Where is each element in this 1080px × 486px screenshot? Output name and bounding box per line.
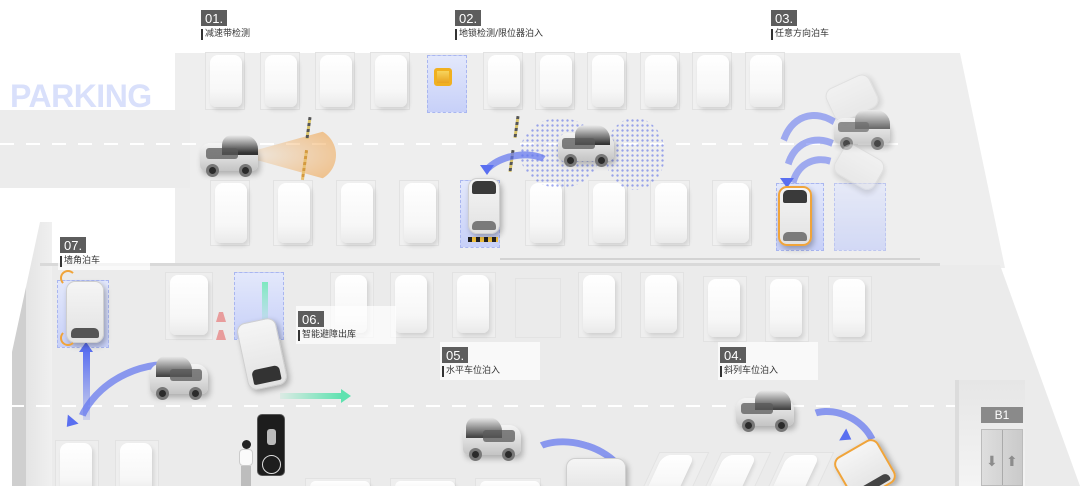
parking-slot: [165, 272, 213, 340]
car-angled: [736, 390, 794, 432]
car-ground-lock: [558, 125, 614, 167]
car-parallel: [463, 417, 521, 461]
feature-desc: 地锁检测/限位器泊入: [455, 29, 543, 40]
feature-number: 01.: [201, 10, 228, 26]
feature-desc: 智能避障出库: [298, 330, 356, 341]
parking-slot: [260, 52, 300, 110]
parking-slot: [452, 272, 496, 338]
parking-slot: [650, 180, 690, 246]
feature-desc: 墙角泊车: [60, 256, 100, 267]
parking-slot: [692, 52, 732, 110]
feature-label-05: 05. 水平车位泊入: [440, 342, 541, 380]
feature-desc: 斜列车位泊入: [720, 366, 778, 377]
entrance-road: [0, 110, 190, 188]
down-arrow-icon: ⬇: [986, 454, 998, 470]
arrow-head-icon: [480, 165, 494, 175]
parking-slot: [745, 52, 785, 110]
car-corner-parked: [66, 281, 104, 343]
parking-slot: [205, 52, 245, 110]
person-with-phone: [236, 440, 256, 486]
feature-desc: 减速带检测: [201, 29, 250, 40]
parking-slot: [640, 52, 680, 110]
parking-slot: [525, 180, 565, 246]
feature-desc: 水平车位泊入: [442, 366, 500, 377]
left-wall: [12, 222, 52, 486]
traffic-cone-icon: [216, 330, 226, 340]
feature-number: 05.: [442, 347, 469, 363]
ground-lock-icon: [434, 68, 452, 86]
feature-label-02: 02. 地锁检测/限位器泊入: [455, 8, 543, 40]
corner-parking-path-arrow: [83, 350, 90, 420]
parking-slot: [587, 52, 627, 110]
car-speed-bump: [200, 135, 258, 177]
parking-slot: [273, 180, 313, 246]
parking-slot: [390, 272, 434, 338]
car-parallel-parked: [566, 458, 626, 486]
feature-number: 02.: [455, 10, 482, 26]
feature-label-03: 03. 任意方向泊车: [771, 8, 829, 40]
parking-slot: [640, 272, 684, 338]
phone-joystick-icon: [262, 455, 281, 474]
feature-number: 06.: [298, 311, 325, 327]
parking-slot: [475, 478, 541, 486]
car-parked-limiter: [468, 178, 500, 234]
parking-title: PARKING: [10, 78, 152, 114]
parking-slot: [115, 440, 159, 486]
sensor-arc-icon: [60, 270, 76, 286]
parking-slot: [55, 440, 99, 486]
floor-sign: B1: [981, 407, 1023, 423]
parking-slot: [315, 52, 355, 110]
feature-label-06: 06. 智能避障出库: [296, 306, 397, 344]
feature-label-07: 07. 墙角泊车: [58, 232, 151, 270]
feature-desc: 任意方向泊车: [771, 29, 829, 40]
feature-number: 07.: [60, 237, 87, 253]
parking-slot: [399, 180, 439, 246]
lane-dash-upper: [0, 143, 910, 145]
phone-car-icon: [267, 429, 276, 445]
upper-floor-right-edge: [905, 53, 1005, 268]
traffic-cone-icon: [216, 312, 226, 322]
wheel-stopper-icon: [468, 237, 498, 242]
parking-slot: [370, 52, 410, 110]
parking-slot: [712, 180, 752, 246]
up-arrow-icon: ⬆: [1006, 454, 1018, 470]
remote-parking-phone: [257, 414, 285, 476]
exit-path-arrow: [280, 389, 351, 403]
parking-slot: [588, 180, 628, 246]
parking-slot: [765, 276, 809, 342]
feature-number: 03.: [771, 10, 798, 26]
parking-slot: [336, 180, 376, 246]
feature-label-04: 04. 斜列车位泊入: [718, 342, 819, 380]
car-any-direction: [834, 110, 890, 150]
car-any-direction-parked: [778, 186, 812, 246]
arrow-head-icon: [780, 178, 794, 188]
elevator: B1 ⬇ ⬆: [955, 380, 1025, 486]
arrow-head-icon: [79, 342, 93, 352]
parking-slot: [390, 478, 456, 486]
feature-label-01: 01. 减速带检测: [201, 8, 250, 40]
parking-slot-target: [834, 183, 886, 251]
sensor-wave-right: [605, 118, 665, 190]
parking-slot: [483, 52, 523, 110]
parking-slot: [210, 180, 250, 246]
exit-path-trail: [262, 282, 268, 322]
parking-slot-empty: [515, 278, 561, 338]
parking-slot: [305, 478, 371, 486]
parking-slot: [535, 52, 575, 110]
sensor-arc-icon: [60, 330, 76, 346]
car-corner-approaching: [150, 356, 208, 400]
floor-divider-rail: [500, 258, 920, 260]
lane-dash-lower: [10, 405, 970, 407]
parking-slot: [828, 276, 872, 342]
feature-number: 04.: [720, 347, 747, 363]
parking-slot: [578, 272, 622, 338]
parking-slot: [703, 276, 747, 342]
floor-divider: [40, 263, 940, 266]
elevator-door: ⬇ ⬆: [981, 429, 1023, 486]
